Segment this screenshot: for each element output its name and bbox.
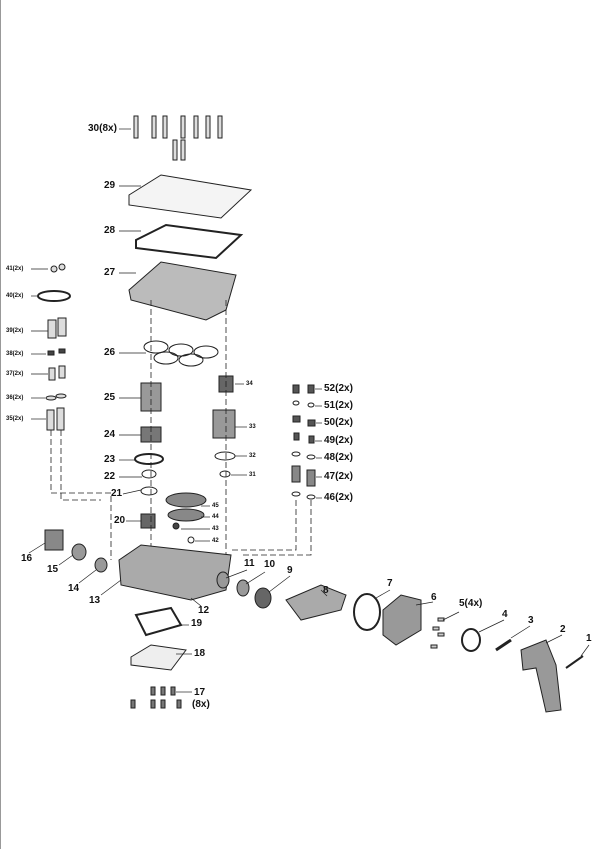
label-47: 47(2x) — [324, 471, 353, 482]
label-35: 35(2x) — [6, 416, 24, 422]
label-34: 34 — [246, 381, 253, 387]
ring-21 — [140, 486, 158, 496]
label-49: 49(2x) — [324, 435, 353, 446]
label-25: 25 — [104, 392, 116, 403]
label-17-quantity: (8x) — [192, 699, 210, 710]
label-51: 51(2x) — [324, 400, 353, 411]
label-14: 14 — [68, 583, 80, 594]
label-32: 32 — [249, 453, 256, 459]
label-36: 36(2x) — [6, 395, 24, 401]
label-19: 19 — [191, 618, 203, 629]
label-41: 41(2x) — [6, 266, 24, 272]
label-7: 7 — [387, 578, 393, 589]
label-39: 39(2x) — [6, 328, 24, 334]
label-24: 24 — [104, 429, 116, 440]
label-26: 26 — [104, 347, 116, 358]
label-31: 31 — [249, 472, 256, 478]
label-2: 2 — [560, 624, 566, 635]
label-6: 6 — [431, 592, 437, 603]
label-42: 42 — [212, 538, 219, 544]
cover-plate-29 — [128, 174, 253, 219]
label-46: 46(2x) — [324, 492, 353, 503]
label-50: 50(2x) — [324, 417, 353, 428]
label-52: 52(2x) — [324, 383, 353, 394]
ring-31 — [219, 470, 231, 478]
label-11: 11 — [244, 558, 255, 569]
pump-body-13 — [118, 544, 232, 601]
label-38: 38(2x) — [6, 351, 24, 357]
label-29: 29 — [104, 180, 116, 191]
gasket-28 — [135, 223, 244, 260]
label-23: 23 — [104, 454, 116, 465]
oring-32 — [214, 451, 236, 461]
valve-25 — [140, 382, 162, 412]
manifold-27 — [128, 261, 237, 321]
label-48: 48(2x) — [324, 452, 353, 463]
seals-26 — [143, 340, 219, 367]
label-12: 12 — [198, 605, 210, 616]
label-21: 21 — [111, 488, 123, 499]
label-37: 37(2x) — [6, 371, 24, 377]
label-45: 45 — [212, 503, 219, 509]
label-28: 28 — [104, 225, 116, 236]
valve-33 — [212, 409, 236, 439]
spring-20 — [140, 513, 156, 529]
label-30: 30(8x) — [88, 123, 117, 134]
label-18: 18 — [194, 648, 206, 659]
label-13: 13 — [89, 595, 101, 606]
label-10: 10 — [264, 559, 276, 570]
label-16: 16 — [21, 553, 33, 564]
label-43: 43 — [212, 526, 219, 532]
label-22: 22 — [104, 471, 116, 482]
label-8: 8 — [323, 585, 329, 596]
label-9: 9 — [287, 565, 293, 576]
label-17: 17 — [194, 687, 206, 698]
label-1: 1 — [586, 633, 592, 644]
label-4: 4 — [502, 609, 508, 620]
label-3: 3 — [528, 615, 534, 626]
label-33: 33 — [249, 424, 256, 430]
label-5: 5(4x) — [459, 598, 483, 609]
label-27: 27 — [104, 267, 116, 278]
oring-23 — [134, 453, 164, 465]
label-15: 15 — [47, 564, 59, 575]
ring-22 — [141, 469, 157, 479]
label-44: 44 — [212, 514, 219, 520]
label-40: 40(2x) — [6, 293, 24, 299]
bolts-30 — [133, 115, 223, 161]
label-20: 20 — [114, 515, 126, 526]
